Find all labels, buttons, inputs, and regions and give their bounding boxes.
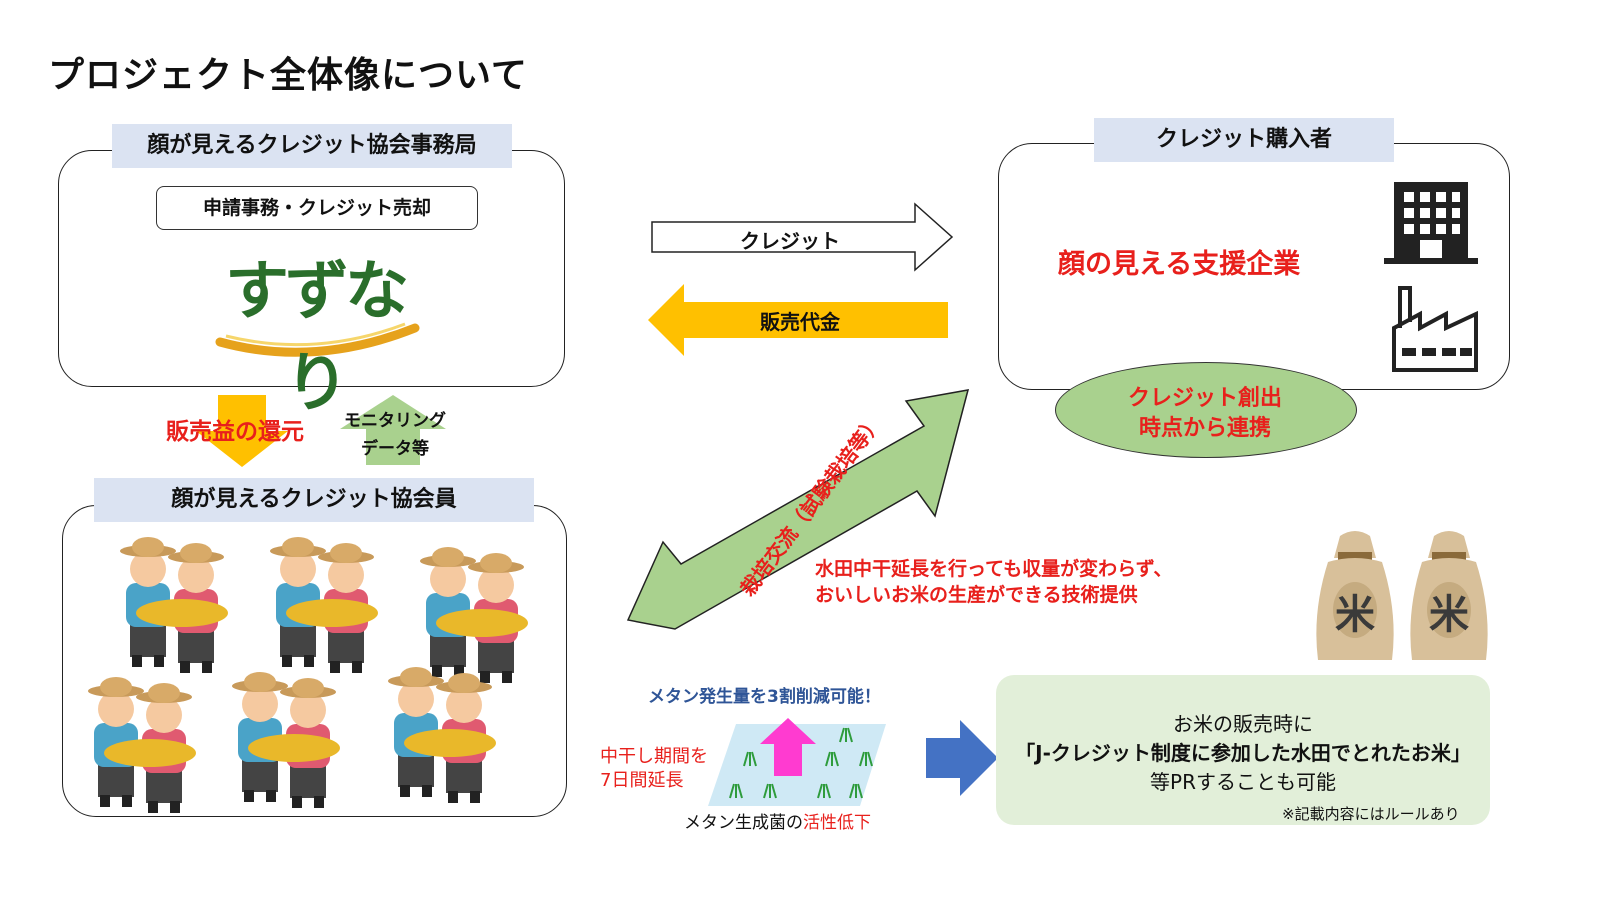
- secretariat-header: 顔が見えるクレジット協会事務局: [112, 124, 512, 168]
- members-header: 顔が見えるクレジット協会員: [94, 478, 534, 522]
- monitoring-label-1: モニタリング: [344, 411, 446, 431]
- office-building-icon: [1384, 180, 1478, 266]
- rice-bag-char: 米: [1335, 592, 1375, 638]
- farmer-couple: [420, 547, 528, 683]
- link-ellipse: [1055, 362, 1357, 458]
- sales-payment-label: 販売代金: [760, 310, 840, 334]
- farmer-couple: [270, 537, 378, 673]
- profit-return-arrow: [196, 395, 288, 467]
- pr-arrow: [926, 720, 998, 796]
- farmer-couple: [120, 537, 228, 673]
- credit-arrow: [650, 202, 955, 272]
- pr-line-1: お米の販売時に: [1173, 712, 1313, 736]
- farmer-couple: [388, 667, 496, 803]
- profit-return-label: 販売益の還元: [166, 419, 304, 445]
- tech-line-2: おいしいお米の生産ができる技術提供: [815, 584, 1138, 606]
- rice-bag-icon: 米: [1310, 522, 1400, 662]
- rice-paddy-illustration: [700, 718, 890, 812]
- monitoring-label-2: データ等: [361, 439, 429, 459]
- page-title: プロジェクト全体像について: [48, 55, 528, 96]
- sales-payment-arrow: [648, 284, 950, 356]
- task-label: 申請事務・クレジット売却: [156, 186, 478, 230]
- bacteria-prefix: メタン生成菌の: [684, 813, 803, 833]
- pr-note: ※記載内容にはルールあり: [1282, 805, 1460, 823]
- buyer-header: クレジット購入者: [1094, 118, 1394, 162]
- methane-reduction-label: メタン発生量を3割削減可能！: [648, 687, 881, 707]
- pr-box: [996, 675, 1490, 825]
- credit-label: クレジット: [740, 229, 840, 253]
- link-ellipse-line2: 時点から連携: [1138, 416, 1271, 441]
- logo-text: すずなり: [225, 255, 409, 421]
- pr-line-3: 等PRすることも可能: [1150, 770, 1336, 794]
- link-ellipse-line1: クレジット創出: [1127, 386, 1282, 411]
- tech-line-1: 水田中干延長を行っても収量が変わらず、: [815, 558, 1173, 580]
- extension-line-2: 7日間延長: [600, 770, 684, 791]
- farmer-illustrations: [88, 537, 528, 813]
- monitoring-arrow: [340, 395, 446, 465]
- rice-bag-icon: 米: [1404, 522, 1494, 662]
- suzunari-logo: すずなり: [200, 240, 430, 421]
- factory-icon: [1390, 284, 1480, 374]
- rice-bag-char: 米: [1429, 592, 1469, 638]
- bacteria-highlight: 活性低下: [803, 813, 871, 833]
- pr-line-2: 「J-クレジット制度に参加した水田でとれたお米」: [1015, 741, 1471, 765]
- farmer-couple: [88, 677, 196, 813]
- farmer-couple: [232, 672, 340, 808]
- extension-line-1: 中干し期間を: [600, 746, 708, 767]
- exchange-double-arrow: [626, 372, 973, 634]
- bacteria-label: メタン生成菌の活性低下: [684, 808, 871, 833]
- company-label: 顔の見える支援企業: [1058, 249, 1301, 280]
